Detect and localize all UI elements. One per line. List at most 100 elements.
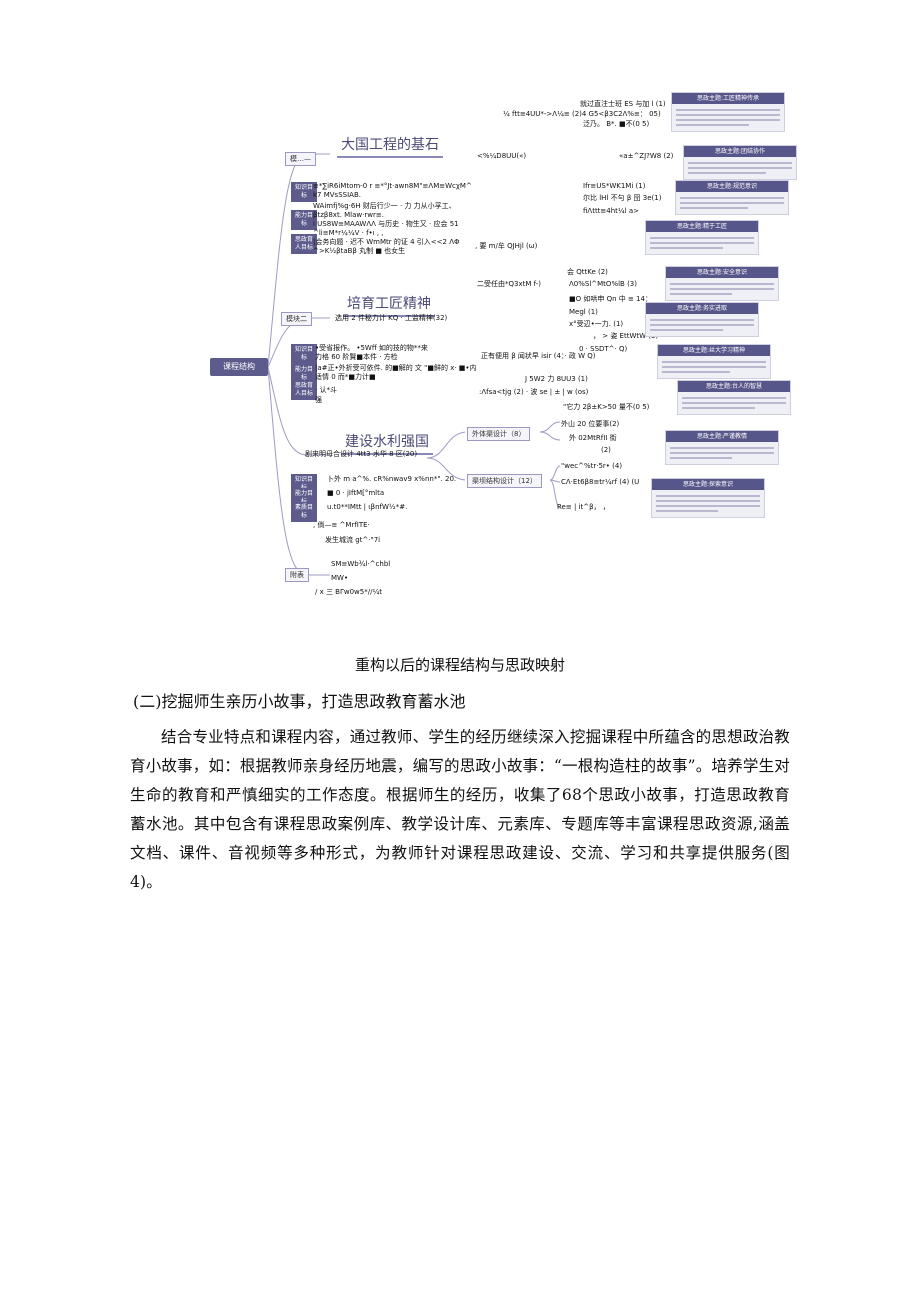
mid-label: 外体渠设计（8） xyxy=(467,427,531,441)
side-tag: 思政育人目标 xyxy=(291,380,317,400)
theme-card: 思政主题:团结协作 xyxy=(683,145,797,180)
theme-card-title: 思政主题:务实进取 xyxy=(646,303,758,314)
theme-card: 思政主题:安全意识 xyxy=(665,266,779,301)
branch-title: 建设水利强国 xyxy=(341,431,433,455)
mindmap-text: , 要 m/牟 QJHjl (ω) xyxy=(475,242,538,250)
mindmap-text: CΛ·Et6β8≡tr¼rf (4) (U xyxy=(561,478,640,486)
mindmap-text: , 倘—≡ ^MrfITE· xyxy=(313,521,370,529)
course-structure-mindmap: 课程结构 大国工程的基石 模…— 培育工匠精神 模块二 建设水利强国 附表 外体… xyxy=(205,90,810,596)
side-tag: 思政育人目标 xyxy=(291,234,317,254)
mindmap-text: 正有便用 β 闻状早 isir (4：· 政 W Q) xyxy=(481,352,596,360)
body-paragraph: 结合专业特点和课程内容，通过教师、学生的经历继续深入挖掘课程中所蕴含的思想政治教… xyxy=(130,728,790,891)
mindmap-text: k7 MVsSSIAB. xyxy=(313,191,361,199)
mindmap-text: 就过直注士班 ES 与加 l (1) xyxy=(580,100,666,108)
mindmap-text: 外 02MtRfII 街 xyxy=(569,434,617,442)
theme-card: 思政主题:丝大学习精神 xyxy=(657,344,771,379)
mindmap-text: 力格 60 阶賢■本件 · 方检 xyxy=(315,353,398,361)
theme-card-body xyxy=(666,278,778,300)
mindmap-text: 0 · SSDT^· Q) xyxy=(579,345,628,353)
mindmap-text: i US8W≡MAAWΛΛ 与历史 · 物生又 · 应会 51 xyxy=(313,220,459,228)
mindmap-text: 外山 20 位要事(2) xyxy=(561,420,620,428)
mindmap-text: ¼ ftt≡4UU*->Λ¼≡ (2)4 G5<β3C2Λ%≡： 05) xyxy=(503,110,661,118)
theme-card: 思政主题:规范意识 xyxy=(675,180,789,215)
mindmap-text: "它力 2β±K>50 量不(0 5) xyxy=(563,403,650,411)
mindmap-text: |a#正•外折受可依件. 的■解的 文 "■鲜的 x· ■•内 xyxy=(315,364,477,372)
mindmap-text: 强 xyxy=(315,396,322,404)
mid-label: 渠坝结构设计（12） xyxy=(467,474,542,488)
side-tag: 素质目标 xyxy=(291,502,317,522)
mindmap-text: 泛乃。 B*. ■不(0 5) xyxy=(583,120,650,128)
theme-card-body xyxy=(646,314,758,336)
theme-card-title: 思政主题:规范意识 xyxy=(676,181,788,192)
theme-card: 思政主题:严谨教情 xyxy=(665,430,779,465)
side-tag: 能力目标 xyxy=(291,364,317,384)
module-label: 模…— xyxy=(285,152,316,166)
mindmap-text: u.t0**IMtt | ιβnfW½*#. xyxy=(327,503,408,511)
mindmap-text: MW• xyxy=(331,574,349,582)
branch-title: 培育工匠精神 xyxy=(343,293,435,317)
mindmap-text: Megl (1) xyxy=(569,308,598,316)
mindmap-text: ■O 如哄申 Qn 中 ≡ 14： xyxy=(569,295,652,303)
theme-card: 思政主题:务实进取 xyxy=(645,302,759,337)
branch-title: 大国工程的基石 xyxy=(337,134,443,158)
mindmap-text: 发生城流 gt^·"7i xyxy=(325,536,381,544)
figure-caption: 重构以后的课程结构与思政映射 xyxy=(354,656,565,674)
mindmap-text: «a±^ZJ?W8 (2) xyxy=(619,152,674,160)
mindmap-text: :Λfsa<tjg (2) · 波 se | ± | w (os) xyxy=(479,388,589,396)
theme-card-title: 思政主题:台人的智慧 xyxy=(678,381,790,392)
mindmap-text: Ifr≡US*WK1Mi (1) xyxy=(583,182,646,190)
mindmap-text: / x 三 BΓw0w5*//¼t xyxy=(315,588,382,596)
mindmap-text: x°受辺•一力. (1) xyxy=(569,320,624,328)
mindmap-text: J 5W2 力 8UU3 (1) xyxy=(525,375,588,383)
mindmap-text: SM≡Wb¾l·^chbl xyxy=(331,560,391,568)
mindmap-text: ≡*∑iR6iMtom-0 r ≡*°Jt·awn8M"≡ΛM≡WcχM^ xyxy=(313,182,472,190)
mindmap-text: (2) xyxy=(601,446,611,454)
mindmap-text: 适情 0 而*■力计■ xyxy=(315,373,376,381)
mindmap-text: |会务向题 · 迟不 WmMtr 的证 4 引入<<2 ΛΦ xyxy=(313,238,460,246)
mindmap-text: 选用 2 件秘力计 KQ · 工监精神(32) xyxy=(335,314,448,322)
theme-card-body xyxy=(646,232,758,254)
side-tag: 知识目标 xyxy=(291,182,317,202)
side-tag: 知识目标 xyxy=(291,344,317,364)
theme-card: 思政主题:工匠精神传承 xyxy=(671,92,785,132)
theme-card-body xyxy=(672,104,784,131)
mindmap-text: · 认*斗 xyxy=(315,386,337,394)
attachment-label: 附表 xyxy=(285,568,309,582)
mindmap-text: 卜外 m a^%. cR%nwav9 x%nn*". 20. xyxy=(327,475,457,483)
theme-card-title: 思政主题:安全意识 xyxy=(666,267,778,278)
theme-card: 思政主题:台人的智慧 xyxy=(677,380,791,415)
mindmap-text: ■ 0 · jIftM[°mlta xyxy=(327,489,385,497)
mindmap-text: 尔比 lHl 不勻 β 囹 3e(1) xyxy=(583,194,662,202)
theme-card-body xyxy=(684,157,796,179)
theme-card-body xyxy=(676,192,788,214)
mindmap-text: Re≡ | it^β， ， xyxy=(557,503,610,511)
theme-card: 思政主题:精于工匠 xyxy=(645,220,759,255)
mindmap-text: •受省报作。 •5Wff 如的技的物**来 xyxy=(315,344,428,352)
theme-card-body xyxy=(678,392,790,414)
mindmap-text: 剧来明母合设计 4tt3 水华 8 区(20) xyxy=(305,450,418,458)
theme-card-body xyxy=(666,442,778,464)
mindmap-text: ， > 姿 EttWtW (3) xyxy=(593,332,659,340)
theme-card: 思政主题:探索意识 xyxy=(651,478,765,518)
mindmap-text: 二受任由*Q3xtM f-) xyxy=(477,280,541,288)
section-heading: (二)挖掘师生亲历小故事，打造思政教育蓄水池 xyxy=(133,692,466,711)
mindmap-text: βtzβ8xt. Mlaw·rwr≡. xyxy=(313,211,384,219)
mindmap-root: 课程结构 xyxy=(210,358,268,376)
theme-card-body xyxy=(658,356,770,378)
side-tag: 能力目标 xyxy=(291,210,317,230)
theme-card-title: 思政主题:严谨教情 xyxy=(666,431,778,442)
theme-card-body xyxy=(652,490,764,517)
module-label: 模块二 xyxy=(281,312,312,326)
mindmap-text: 会 QttKe (2) xyxy=(567,268,608,276)
mindmap-text: "wec^%tr·5r• (4) xyxy=(561,462,623,470)
theme-card-title: 思政主题:团结协作 xyxy=(684,146,796,157)
mindmap-text: Λ0%Sl^MtO%lB (3) xyxy=(569,280,637,288)
mindmap-text: ^>K½βtaBβ 丸制 ■ 也女生 xyxy=(313,247,406,255)
theme-card-title: 思政主题:工匠精神传承 xyxy=(672,93,784,104)
theme-card-title: 思政主题:丝大学习精神 xyxy=(658,345,770,356)
mindmap-text: ^li≡M*r¼¼V · f•ı , , xyxy=(313,229,384,237)
mindmap-text: WAimfj%g·6H 财后行少一 · 力 力从小孚工、 xyxy=(313,202,456,210)
mindmap-text: <%¼D8UU(«) xyxy=(477,152,527,160)
theme-card-title: 思政主题:精于工匠 xyxy=(646,221,758,232)
mindmap-text: fiΛttt≡4ht¼l a> xyxy=(583,207,640,215)
